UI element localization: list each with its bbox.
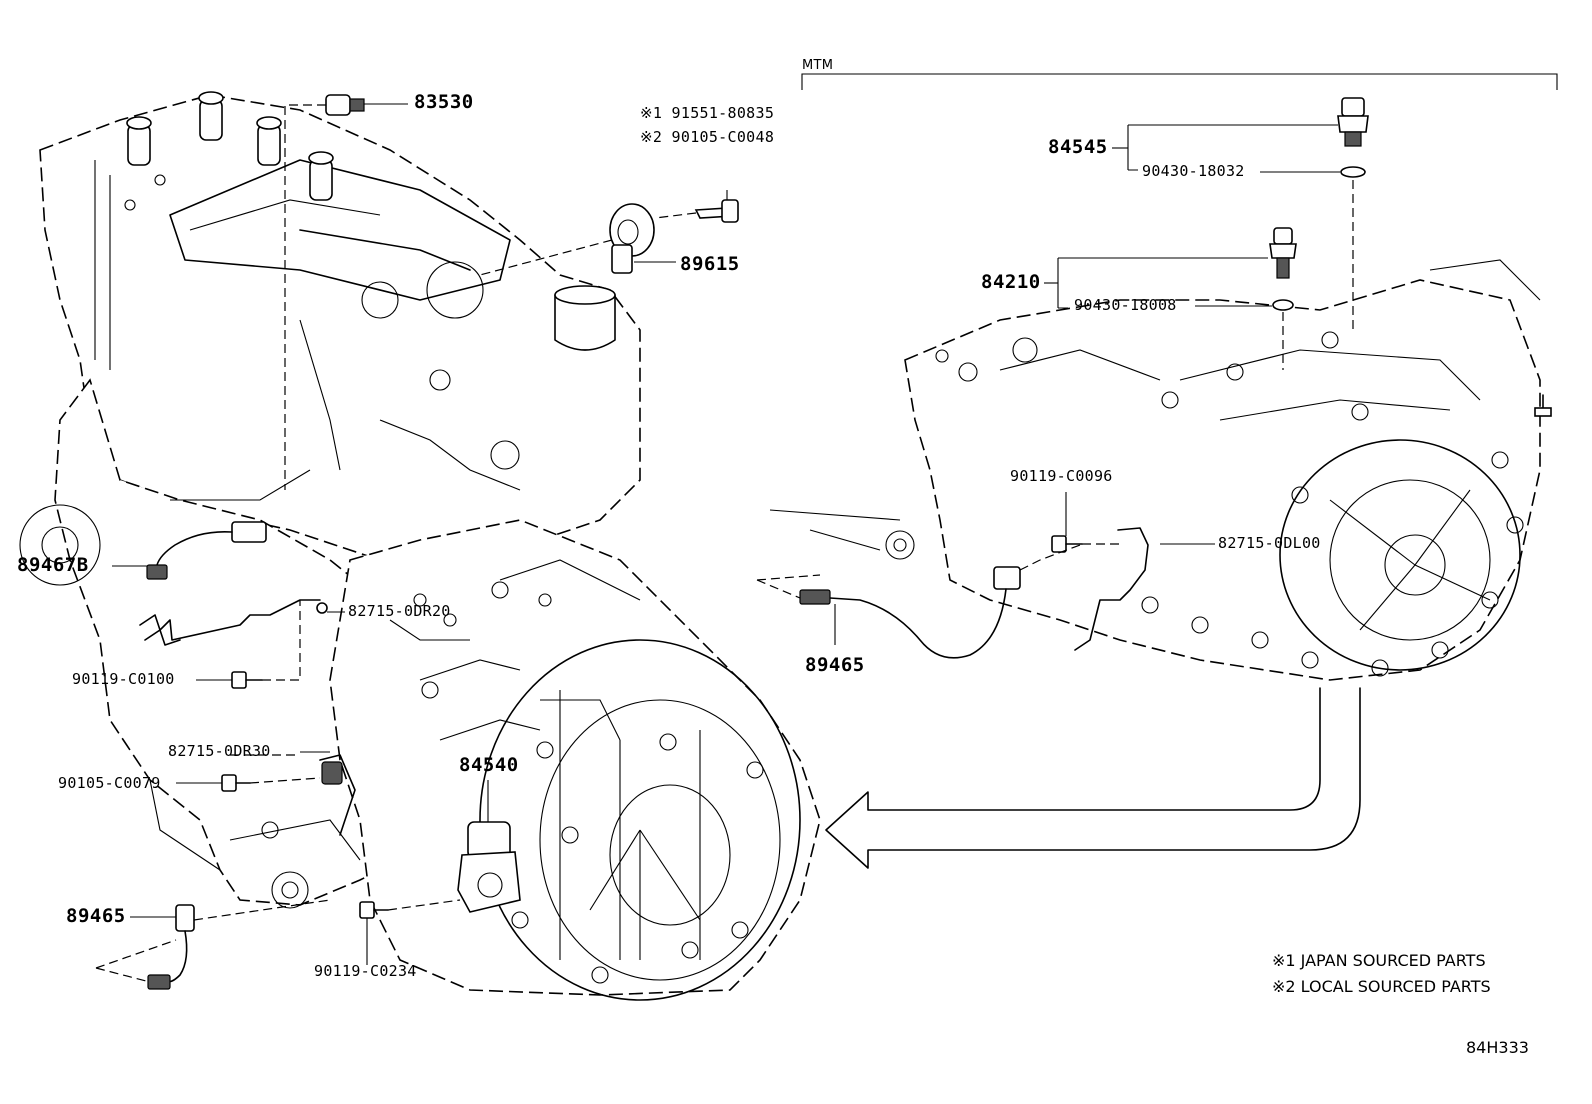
wire-bracket-82715-0dr20: [139, 599, 345, 646]
speed-sensor-89465-right: [756, 544, 1081, 659]
label-89615[interactable]: 89615: [680, 253, 740, 275]
label-91551-80835[interactable]: ※1 91551-80835: [640, 104, 775, 122]
bolt-90119-c0100: [196, 600, 301, 689]
automatic-transaxle-illustration: [329, 519, 821, 1001]
label-82715-0dl00[interactable]: 82715-0DL00: [1218, 534, 1321, 552]
label-90119-c0100[interactable]: 90119-C0100: [72, 670, 175, 688]
bolt-90119-c0096: [1051, 492, 1120, 553]
wire-bracket-82715-0dr30: [230, 751, 356, 836]
manual-transaxle-illustration: [769, 259, 1552, 681]
label-90119-c0234[interactable]: 90119-C0234: [314, 962, 417, 980]
knock-sensor-89615: [479, 190, 739, 276]
label-89465-left[interactable]: 89465: [66, 905, 126, 927]
neutral-start-switch-84540: [457, 780, 521, 913]
ignition-coils-illustration: [126, 91, 334, 201]
label-90105-c0048[interactable]: ※2 90105-C0048: [640, 128, 775, 146]
note-local-sourced: ※2 LOCAL SOURCED PARTS: [1272, 977, 1491, 996]
label-90119-c0096[interactable]: 90119-C0096: [1010, 467, 1113, 485]
oil-pressure-switch-83530: [284, 94, 408, 490]
label-90430-18008[interactable]: 90430-18008: [1074, 296, 1177, 314]
label-84210[interactable]: 84210: [981, 271, 1041, 293]
note-japan-sourced: ※1 JAPAN SOURCED PARTS: [1272, 951, 1486, 970]
bolt-90105-c0079: [176, 774, 321, 792]
label-84540[interactable]: 84540: [459, 754, 519, 776]
label-89465-right[interactable]: 89465: [805, 654, 865, 676]
illustration-code: 84H333: [1466, 1038, 1529, 1057]
wire-bracket-82715-0dl00: [1074, 527, 1215, 651]
label-83530[interactable]: 83530: [414, 91, 474, 113]
mtm-reference-arrow: [825, 687, 1361, 869]
label-90105-c0079[interactable]: 90105-C0079: [58, 774, 161, 792]
mtm-label: MTM: [802, 58, 834, 73]
sensor-switch-84210: [1044, 227, 1297, 370]
mtm-bracket: [801, 73, 1558, 90]
backup-light-switch-84545: [1112, 97, 1369, 330]
speed-sensor-89465-left: [95, 899, 331, 990]
label-90430-18032[interactable]: 90430-18032: [1142, 162, 1245, 180]
label-89467b[interactable]: 89467B: [17, 554, 89, 576]
label-84545[interactable]: 84545: [1048, 136, 1108, 158]
label-82715-0dr30[interactable]: 82715-0DR30: [168, 742, 271, 760]
label-82715-0dr20[interactable]: 82715-0DR20: [348, 602, 451, 620]
oxygen-sensor-89467b: [112, 521, 267, 580]
bolt-90119-c0234: [359, 899, 461, 965]
